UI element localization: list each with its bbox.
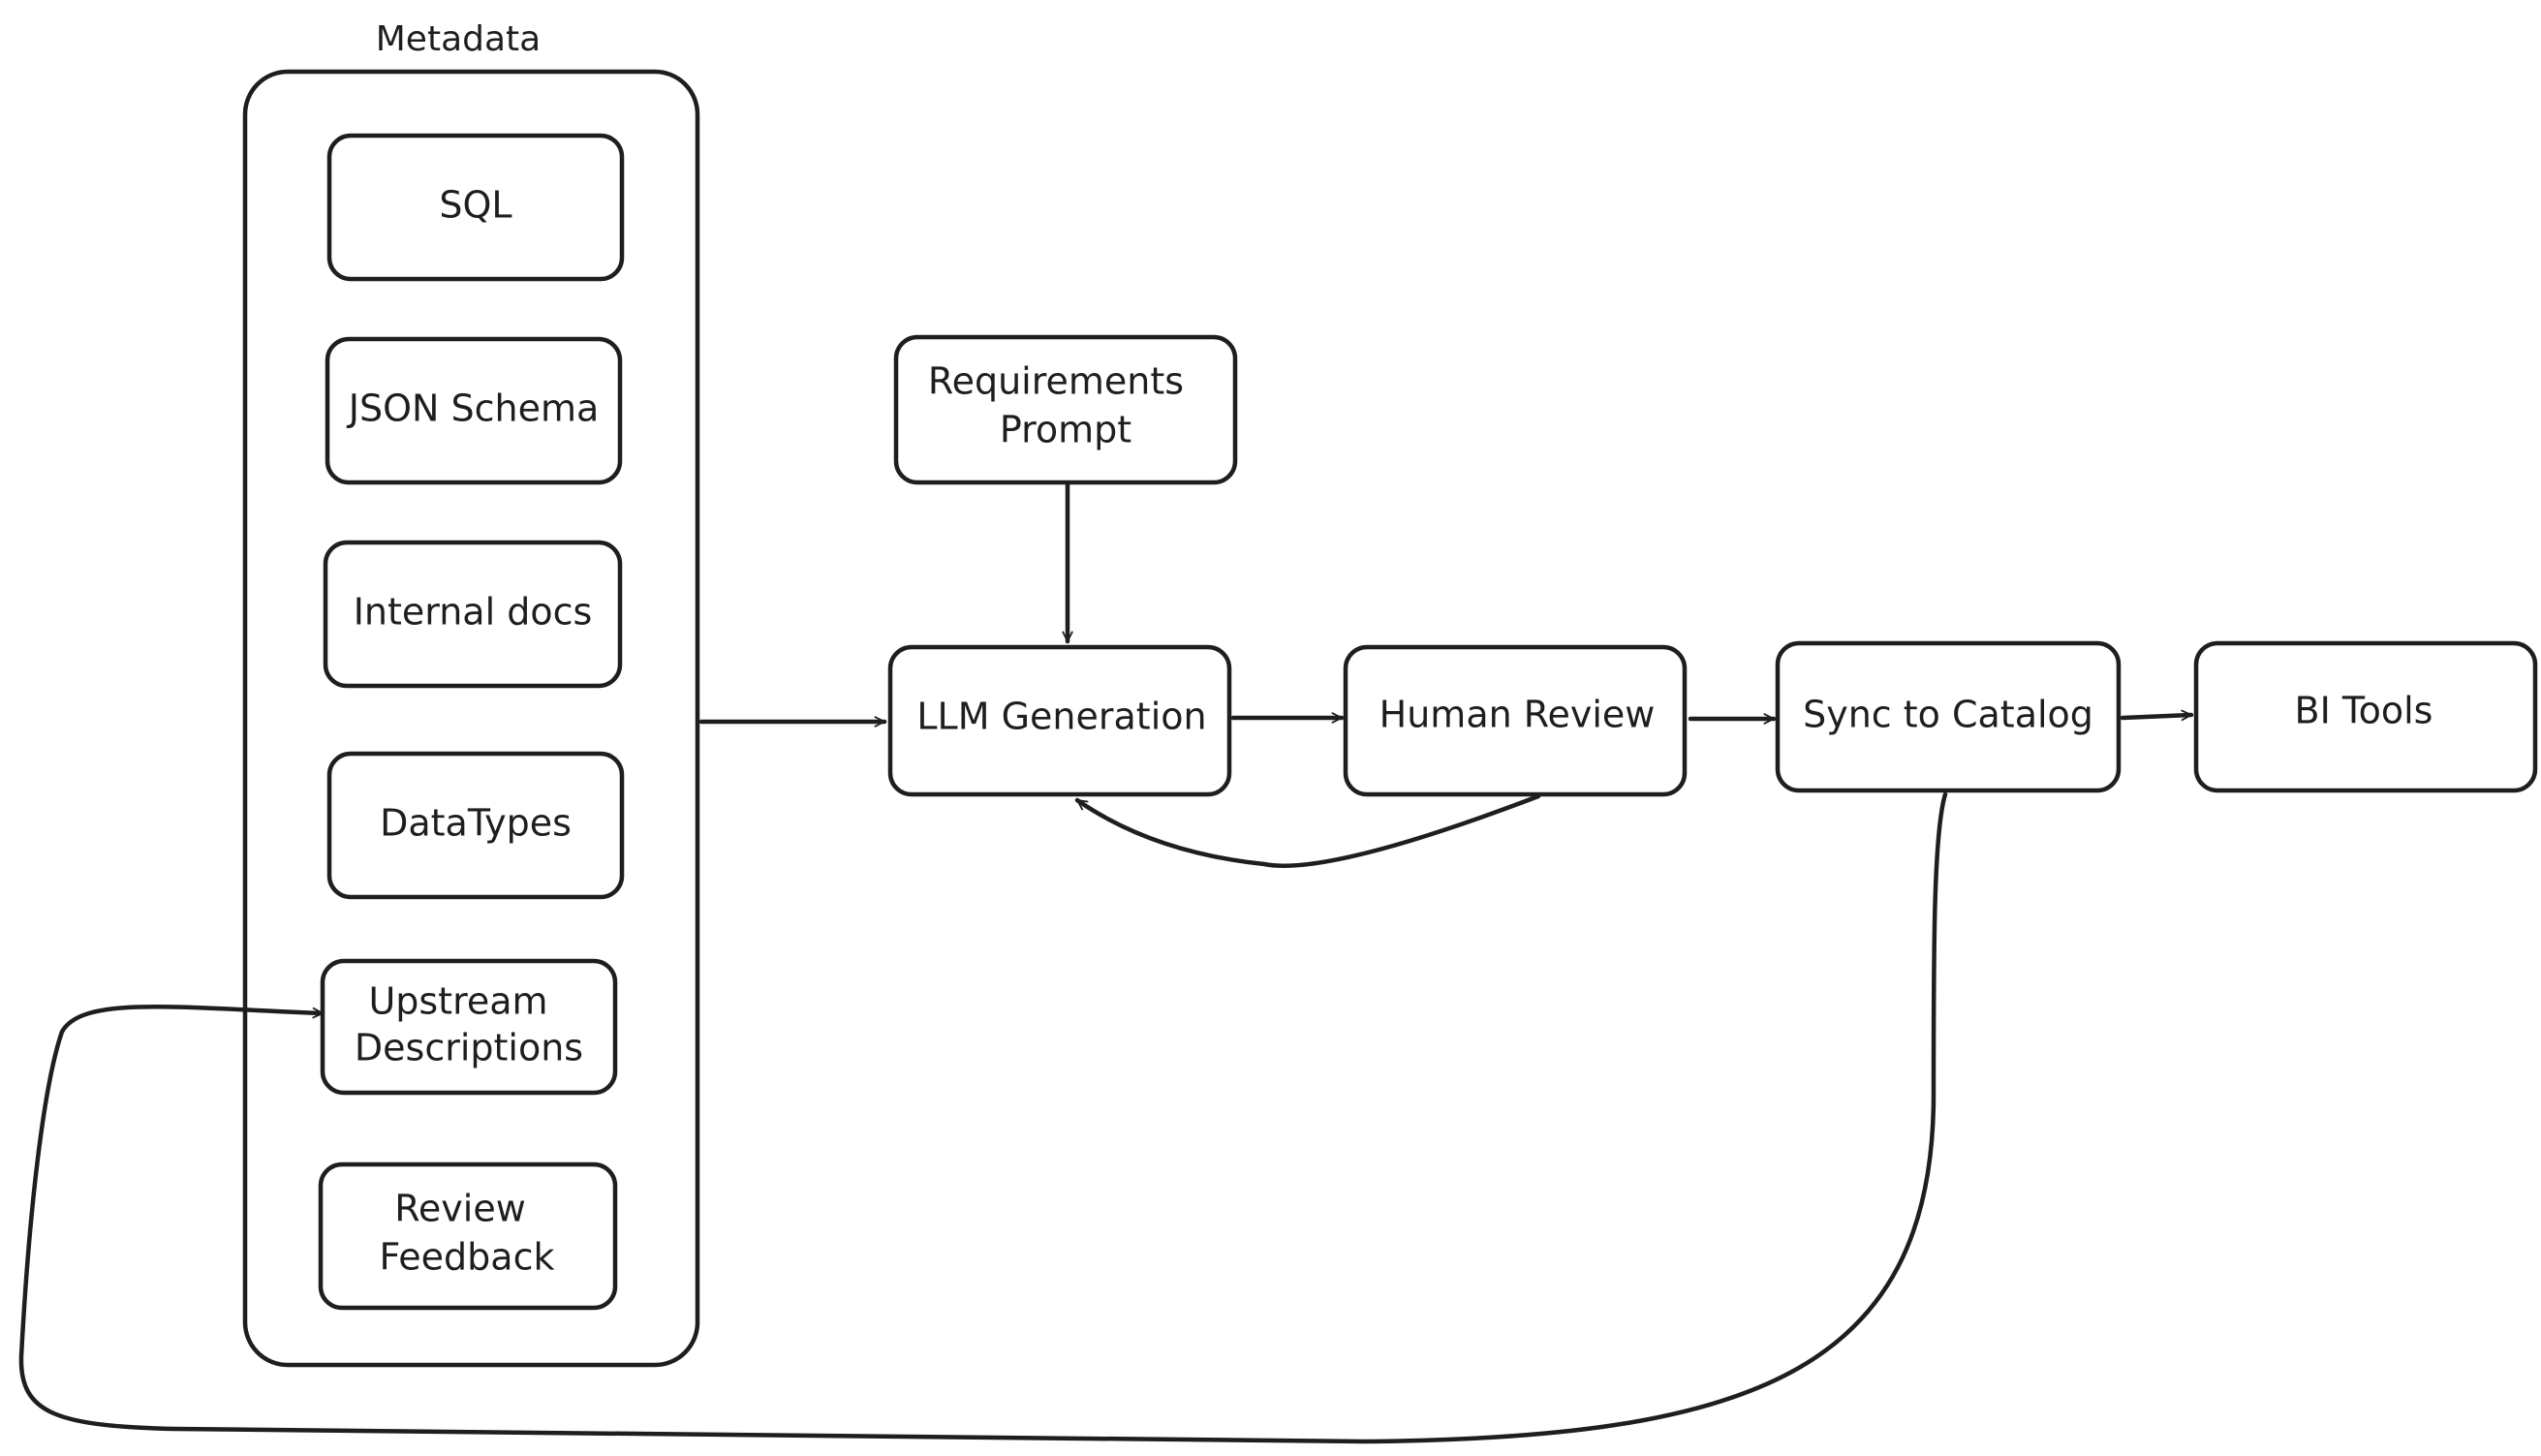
metadata-item-sql: SQL [326, 133, 625, 282]
node-label-line-2: Prompt [1000, 409, 1131, 451]
arrow-sync-feedback-loop [18, 791, 1948, 1444]
metadata-item-label-line-1: Upstream [368, 980, 547, 1023]
node-label-line-1: Requirements [928, 360, 1184, 403]
metadata-item-label: JSON Schema [347, 387, 600, 430]
metadata-item-label: Internal docs [354, 591, 593, 634]
metadata-item-label-line-2: Descriptions [355, 1027, 583, 1069]
metadata-item-internal-docs: Internal docs [323, 540, 623, 689]
arrow-sync-to-bi-tools [2120, 709, 2194, 722]
metadata-item-label-line-2: Feedback [380, 1236, 555, 1279]
metadata-item-label: DataTypes [380, 802, 572, 845]
metadata-item-label: SQL [439, 184, 511, 227]
llm-generation-node: LLM Generation [887, 644, 1232, 797]
node-label: LLM Generation [916, 696, 1206, 738]
node-label: Sync to Catalog [1803, 694, 2093, 736]
metadata-group-container [242, 69, 700, 1368]
metadata-item-json-schema: JSON Schema [325, 336, 623, 485]
arrow-review-back-to-llm [1074, 793, 1541, 868]
metadata-item-review-feedback: Review Feedback [318, 1162, 618, 1311]
requirements-prompt-node: Requirements Prompt [893, 334, 1238, 485]
metadata-group-title: Metadata [376, 19, 541, 59]
metadata-item-label-line-1: Review [394, 1188, 526, 1230]
node-label: BI Tools [2295, 690, 2433, 732]
metadata-item-datatypes: DataTypes [326, 751, 625, 900]
node-label: Human Review [1379, 694, 1656, 736]
metadata-item-upstream-descriptions: Upstream Descriptions [320, 958, 618, 1096]
bi-tools-node: BI Tools [2193, 640, 2538, 793]
human-review-node: Human Review [1343, 644, 1688, 797]
sync-to-catalog-node: Sync to Catalog [1775, 640, 2122, 793]
